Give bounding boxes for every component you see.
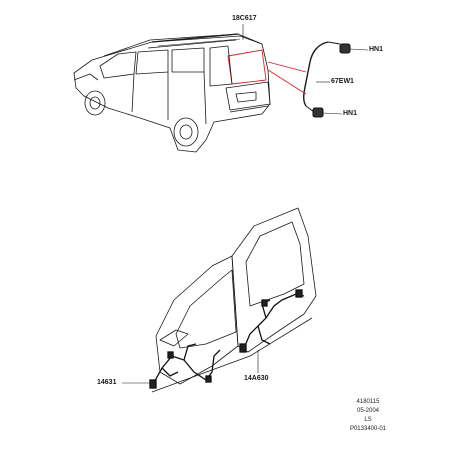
info-date: 05-2004 [356, 408, 380, 414]
callout-leaders [122, 24, 369, 384]
callout-hn1-top: HN1 [369, 46, 384, 53]
info-model: LS [364, 417, 372, 423]
info-block: 4180115 05-2004 LS P0133400-01 [340, 398, 396, 434]
vehicle-illustration [73, 33, 271, 153]
tailgate-harness-assembly [267, 41, 351, 118]
door-harnesses [149, 289, 305, 389]
door-illustration [151, 207, 317, 393]
callout-14631: 14631 [97, 379, 117, 386]
grommet-bottom [312, 107, 324, 118]
callout-hn1-bottom: HN1 [343, 110, 358, 117]
info-code: 4180115 [356, 399, 380, 405]
callout-18c617: 18C617 [232, 15, 257, 22]
callout-67ew1: 67EW1 [331, 78, 354, 85]
info-ref: P0133400-01 [349, 426, 387, 432]
callout-14a630: 14A630 [244, 375, 269, 382]
rear-window-glass [227, 49, 267, 85]
grommet-top [339, 43, 351, 54]
